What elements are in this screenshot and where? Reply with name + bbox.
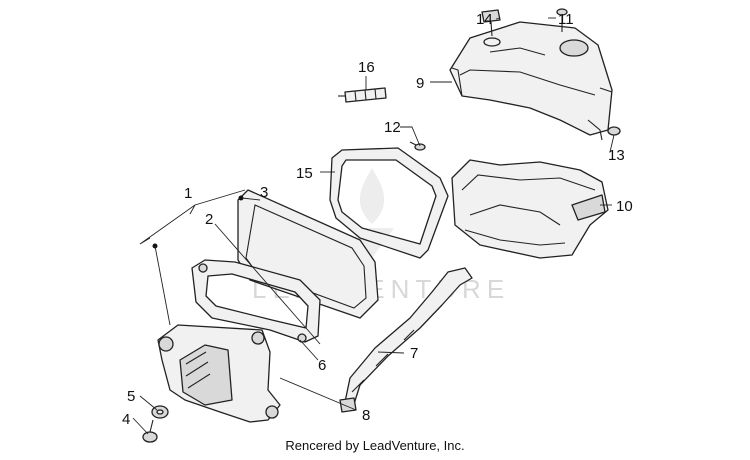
callout-4: 4	[122, 411, 130, 428]
callout-11: 11	[558, 11, 574, 28]
part-4-bolt	[142, 419, 158, 443]
part-1-valve-cover	[152, 243, 281, 423]
callout-7: 7	[410, 345, 418, 362]
callout-6: 6	[318, 357, 326, 374]
leader-lines	[132, 17, 615, 435]
callout-3: 3	[260, 184, 268, 201]
callout-5: 5	[127, 388, 135, 405]
part-9-cover	[449, 21, 613, 141]
part-7-breather-hose	[344, 267, 473, 405]
callout-9: 9	[416, 75, 424, 92]
callout-15: 15	[296, 165, 313, 182]
render-credit: Rencered by LeadVenture, Inc.	[285, 438, 465, 453]
callout-1: 1	[184, 185, 192, 202]
part-13-bolt	[607, 126, 621, 136]
callout-10: 10	[616, 198, 633, 215]
part-11-screw	[556, 8, 568, 32]
part-8-clamp	[339, 397, 357, 413]
part-14-knob	[481, 9, 501, 47]
part-16-spark-plug	[338, 87, 387, 103]
part-10-airbox	[451, 159, 609, 259]
callout-8: 8	[362, 407, 370, 424]
callout-2: 2	[205, 211, 213, 228]
callout-13: 13	[608, 147, 625, 164]
callout-labels: 1 2 3 4 5 6 7 8 9 10 11 12 13 14 15 16	[122, 11, 633, 428]
callout-16: 16	[358, 59, 375, 76]
callout-14: 14	[476, 11, 493, 28]
part-12-screw	[409, 141, 426, 151]
callout-12: 12	[384, 119, 401, 136]
part-15-gasket	[329, 147, 449, 259]
